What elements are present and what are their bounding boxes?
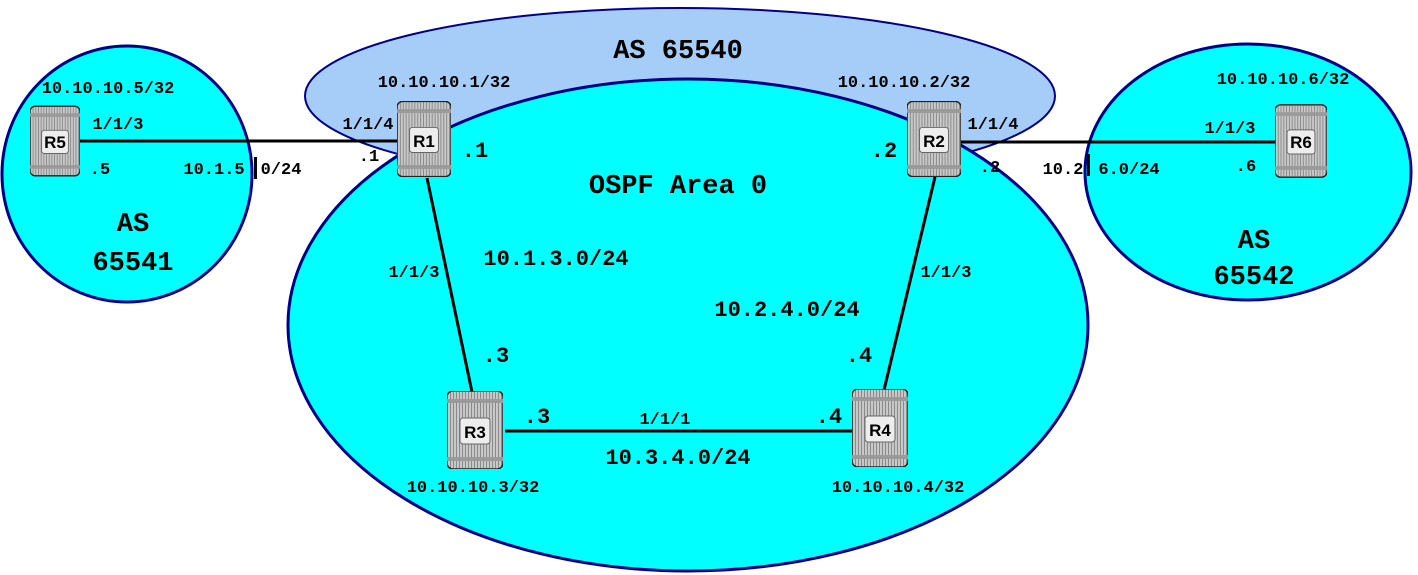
r2-port-r6-label: 1/1/4 <box>967 116 1018 135</box>
as-65541-label-line2: 65541 <box>92 249 173 279</box>
r6-loopback: 10.10.10.6/32 <box>1217 71 1350 90</box>
r5-port-label: 1/1/3 <box>92 116 143 135</box>
r4-host-r2-label: .4 <box>846 344 872 369</box>
router-r3[interactable]: R3 <box>447 391 503 469</box>
r2-loopback: 10.10.10.2/32 <box>838 74 971 93</box>
r1-port-r5-label: 1/1/4 <box>342 116 393 135</box>
router-r4-name: R4 <box>869 421 891 440</box>
r2-host-r6-label: .2 <box>980 159 1000 178</box>
router-r2[interactable]: R2 <box>907 101 961 177</box>
r3-host-r4-label: .3 <box>524 405 550 430</box>
r5-r1-subnet-left: 10.1.5 <box>183 161 244 180</box>
router-r2-name: R2 <box>923 132 945 151</box>
r3-loopback: 10.10.10.3/32 <box>407 479 540 498</box>
r1-loopback: 10.10.10.1/32 <box>378 74 511 93</box>
as-65542-area <box>1083 42 1413 302</box>
r1-host-r5-label: .1 <box>359 148 379 167</box>
r3-r4-port-label: 1/1/1 <box>639 411 690 430</box>
router-r3-name: R3 <box>464 423 486 442</box>
r5-r1-subnet-right: 0/24 <box>261 161 302 180</box>
router-r5-name: R5 <box>44 133 66 152</box>
r3-host-r1-label: .3 <box>483 344 509 369</box>
as-65541-label-line1: AS <box>117 210 149 240</box>
r2-r6-subnet-right: 6.0/24 <box>1098 161 1159 180</box>
r1-host-label: .1 <box>462 139 488 164</box>
r1-port-r3-label: 1/1/3 <box>388 264 439 283</box>
r4-loopback: 10.10.10.4/32 <box>832 479 965 498</box>
link-r2-r4 <box>882 176 937 391</box>
r2-r4-subnet: 10.2.4.0/24 <box>714 298 859 323</box>
router-r6-name: R6 <box>1290 133 1312 152</box>
router-r5[interactable]: R5 <box>30 105 80 177</box>
r1-r3-subnet: 10.1.3.0/24 <box>483 247 628 272</box>
router-r6[interactable]: R6 <box>1275 104 1327 178</box>
r2-host-label: .2 <box>871 139 897 164</box>
r3-r4-subnet: 10.3.4.0/24 <box>605 446 750 471</box>
r2-r6-subnet-left: 10.2 <box>1043 161 1084 180</box>
link-r1-r3 <box>425 177 474 393</box>
ospf-area-label: OSPF Area 0 <box>589 172 767 202</box>
r5-host-label: .5 <box>90 161 110 180</box>
r2-port-r4-label: 1/1/3 <box>920 264 971 283</box>
router-r1-name: R1 <box>413 132 435 151</box>
as-65540-label: AS 65540 <box>613 37 743 67</box>
as-65542-label-line1: AS <box>1238 227 1270 257</box>
subnet-divider-right <box>1087 154 1090 176</box>
as-65542-label-line2: 65542 <box>1213 263 1294 293</box>
router-r4[interactable]: R4 <box>852 389 908 467</box>
subnet-divider <box>254 157 257 179</box>
r6-host-label: .6 <box>1236 158 1256 177</box>
router-r1[interactable]: R1 <box>397 101 451 177</box>
r6-port-label: 1/1/3 <box>1204 120 1255 139</box>
r4-host-r3-label: .4 <box>816 405 842 430</box>
r5-loopback: 10.10.10.5/32 <box>42 80 175 99</box>
